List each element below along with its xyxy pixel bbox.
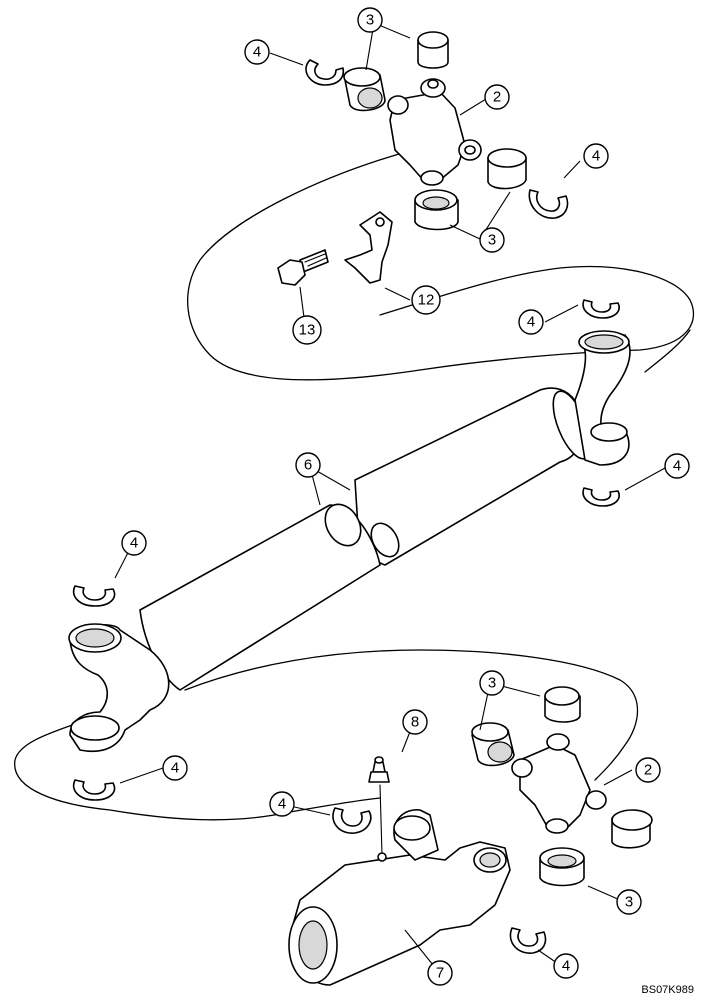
- callout-2-lower: 2: [635, 757, 661, 783]
- bolt: [277, 249, 329, 286]
- svg-text:3: 3: [366, 12, 374, 29]
- svg-text:8: 8: [411, 714, 419, 731]
- lower-cross-and-bearing: [511, 733, 607, 834]
- svg-text:6: 6: [304, 457, 312, 474]
- svg-text:3: 3: [625, 894, 633, 911]
- svg-text:3: 3: [488, 232, 496, 249]
- callout-6: 6: [295, 452, 321, 478]
- svg-text:3: 3: [488, 675, 496, 692]
- callout-4-shaft-bottom: 4: [162, 755, 188, 781]
- upper-snap-ring-right: [528, 189, 569, 219]
- lower-bearing-left: [471, 722, 515, 767]
- svg-text:2: 2: [493, 89, 501, 106]
- callout-4-shaft-top: 4: [518, 309, 544, 335]
- callout-4-lower-left: 4: [269, 791, 295, 817]
- callout-2-top: 2: [484, 84, 510, 110]
- grease-fitting: [368, 756, 390, 856]
- upper-bearing-left: [343, 67, 386, 112]
- callout-8: 8: [402, 709, 428, 735]
- lower-bearing-cup-top: [544, 686, 581, 723]
- callout-4-lower-bottom: 4: [553, 953, 579, 979]
- callout-13: 13: [292, 315, 322, 345]
- svg-text:4: 4: [278, 796, 286, 813]
- lower-snap-ring-left: [332, 807, 372, 834]
- lower-bearing-cup-right: [611, 809, 653, 849]
- callout-3-top-bottom: 3: [479, 227, 505, 253]
- upper-bearing-cup-right: [487, 148, 527, 190]
- lower-snap-ring-bottom: [509, 927, 547, 954]
- drive-shaft: [68, 330, 631, 752]
- upper-bearing-cup-top: [417, 31, 449, 69]
- svg-text:12: 12: [418, 292, 435, 309]
- svg-text:4: 4: [130, 535, 138, 552]
- shaft-snap-ring-right-bottom: [582, 487, 620, 507]
- drawing-code: BS07K989: [641, 984, 694, 996]
- shaft-snap-ring-left-top: [73, 585, 116, 607]
- upper-snap-ring-left: [305, 59, 345, 86]
- mid-background-line: [644, 329, 691, 373]
- upper-background-outline: [187, 147, 695, 381]
- svg-text:4: 4: [171, 760, 179, 777]
- lower-bearing-bottom: [539, 847, 585, 887]
- callout-7: 7: [427, 960, 453, 986]
- svg-text:4: 4: [592, 148, 600, 165]
- svg-text:7: 7: [436, 965, 444, 982]
- upper-cross-and-bearing: [387, 78, 482, 186]
- callout-3-top: 3: [357, 7, 383, 33]
- lower-background-outline: [14, 716, 381, 821]
- svg-text:4: 4: [673, 458, 681, 475]
- callout-4-shaft-left: 4: [121, 530, 147, 556]
- upper-bearing-bottom: [414, 189, 459, 231]
- callout-3-lower-right: 3: [616, 889, 642, 915]
- callout-12: 12: [411, 285, 441, 315]
- callout-4-top-left: 4: [244, 39, 270, 65]
- svg-text:2: 2: [644, 762, 652, 779]
- callout-4-top-right: 4: [583, 143, 609, 169]
- callout-3-lower: 3: [479, 670, 505, 696]
- shaft-snap-ring-left-bottom: [73, 779, 116, 801]
- lower-background-outline-right: [184, 649, 639, 781]
- svg-text:4: 4: [527, 314, 535, 331]
- shaft-snap-ring-right-top: [582, 299, 620, 319]
- callout-4-shaft-right: 4: [664, 453, 690, 479]
- strap: [344, 211, 393, 284]
- svg-text:13: 13: [299, 322, 316, 339]
- splined-yoke: [288, 809, 511, 986]
- svg-text:4: 4: [562, 958, 570, 975]
- svg-text:4: 4: [253, 44, 261, 61]
